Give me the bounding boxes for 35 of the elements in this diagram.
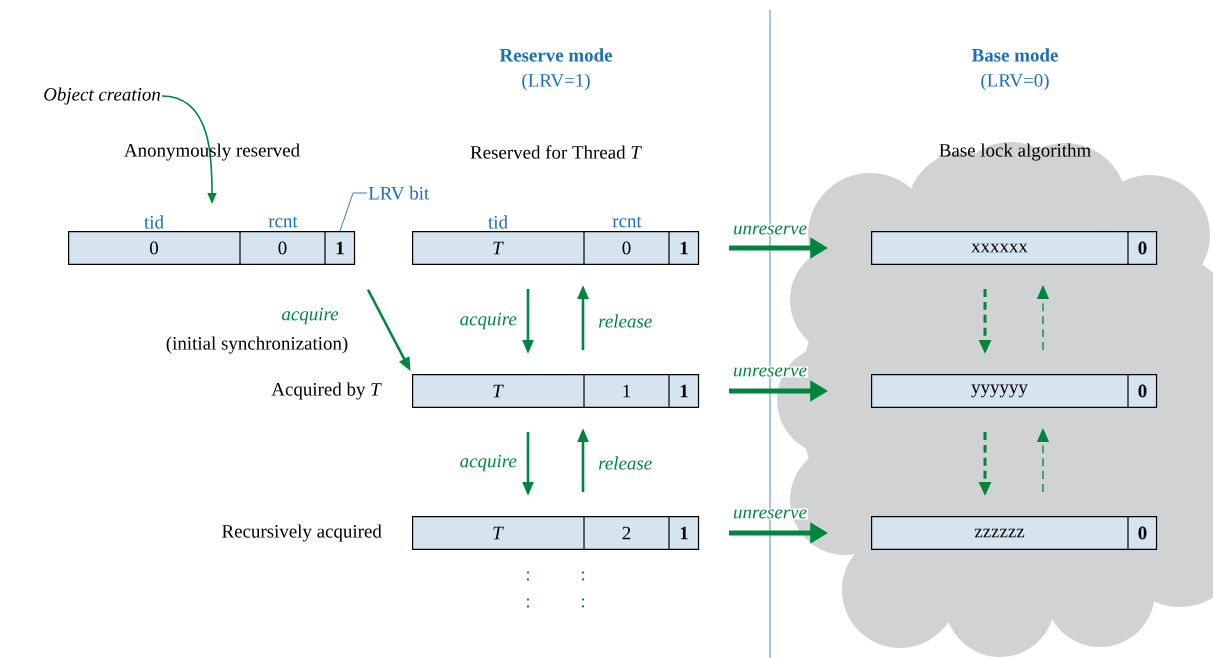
- field-label: tid: [488, 215, 508, 229]
- subheading: (LRV=0): [981, 73, 1049, 91]
- subheading: (LRV=1): [522, 73, 590, 91]
- record-box: yyyyyy 0: [871, 373, 1158, 409]
- record-box: zzzzzz 0: [871, 515, 1158, 551]
- note-text: (initial synchronization): [166, 336, 348, 354]
- heading: Reserve mode: [499, 48, 612, 62]
- record-box: T 2 1: [412, 515, 700, 551]
- callout-text: LRV bit: [368, 186, 430, 200]
- row-label: Reserved for Thread T: [470, 145, 642, 159]
- edge-label: release: [597, 455, 654, 471]
- ellipsis: :: [526, 598, 530, 608]
- ellipsis: :: [581, 598, 585, 608]
- field-label: tid: [144, 215, 164, 229]
- edge-label: unreserve: [732, 508, 808, 520]
- edge-label: acquire: [280, 306, 340, 326]
- record-box: T 1 1: [412, 373, 700, 409]
- ellipsis: :: [526, 571, 530, 581]
- row-label: Acquired by T: [271, 382, 382, 400]
- row-label: Recursively acquired: [222, 524, 382, 542]
- ellipsis: :: [581, 571, 585, 581]
- edge-label: acquire: [458, 311, 518, 331]
- record-box: xxxxxx 0: [871, 230, 1158, 266]
- edge-label: unreserve: [732, 224, 808, 236]
- field-label: rcnt: [268, 216, 298, 228]
- edge-label: acquire: [458, 453, 518, 473]
- record-box: T 0 1: [412, 230, 700, 266]
- edge-label: release: [597, 313, 654, 329]
- record-box: 0 0 1: [68, 230, 356, 266]
- node-label: Base lock algorithm: [939, 143, 1091, 161]
- field-label: rcnt: [612, 216, 642, 228]
- arrow: [339, 192, 368, 232]
- heading: Base mode: [971, 48, 1058, 62]
- caption-text: Object creation: [44, 87, 161, 105]
- edge-label: unreserve: [732, 366, 808, 378]
